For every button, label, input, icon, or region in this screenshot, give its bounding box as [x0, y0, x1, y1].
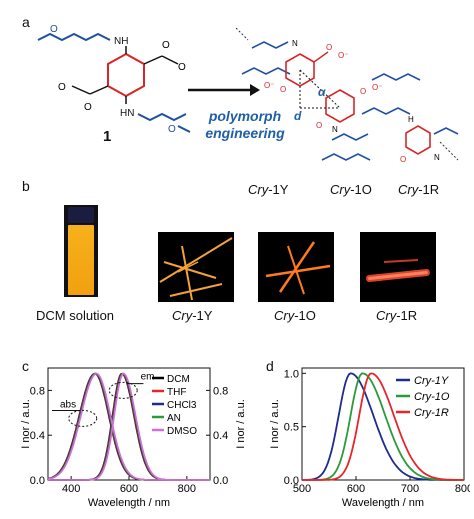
chart-c-legend-label: DCM	[167, 374, 190, 385]
chart-c-abs-ellipse	[68, 409, 98, 427]
distance-symbol: d	[294, 109, 302, 123]
chart-d-ytick-label: 0.0	[284, 475, 299, 487]
svg-text:O⁻: O⁻	[372, 83, 382, 92]
chart-c-ytick-right-label: 0.0	[213, 475, 228, 487]
chart-c-xtick-label: 400	[62, 483, 80, 495]
chart-d-ytick-label: 0.5	[284, 422, 299, 434]
svg-text:O: O	[316, 121, 322, 130]
top-label-cry-1o: Cry-1O	[330, 182, 372, 197]
svg-text:O: O	[50, 24, 58, 35]
chart-c-ytick-label: 0.8	[30, 385, 45, 397]
svg-text:H: H	[408, 115, 414, 124]
caption-dcm-solution: DCM solution	[36, 308, 115, 323]
svg-text:O: O	[326, 43, 332, 52]
chart-c-legend-label: CHCl3	[167, 400, 197, 411]
svg-text:O: O	[168, 124, 176, 135]
svg-text:N: N	[332, 125, 338, 134]
chart-c-ytick-right-label: 0.8	[213, 385, 228, 397]
chart-c-ylabel-right: I nor / a.u.	[235, 399, 247, 449]
dcm-solution-photo	[64, 205, 98, 297]
svg-text:O: O	[58, 82, 66, 93]
packing-structure: O O⁻ O O⁻ N O O⁻ O N H O N d α	[235, 27, 459, 164]
chart-d-line-cry-1r	[302, 372, 464, 481]
chart-c-ytick-label: 0.4	[30, 430, 45, 442]
chart-d-xlabel: Wavelength / nm	[342, 497, 424, 509]
chart-c-legend-label: AN	[167, 413, 181, 424]
panel-d-letter: d	[266, 358, 274, 374]
chart-c-legend-label: DMSO	[167, 426, 197, 437]
caption-cry-1y: Cry-1Y	[172, 308, 213, 323]
panel-c-letter: c	[22, 358, 29, 374]
chart-c-em-ellipse	[108, 381, 138, 399]
chart-d-xtick-label: 500	[293, 483, 311, 495]
chart-d-legend-label: Cry-1Y	[414, 375, 449, 387]
molecule-label: 1	[103, 128, 112, 145]
svg-text:N: N	[434, 153, 440, 162]
chart-d-legend-label: Cry-1R	[414, 407, 449, 419]
chart-c-xlabel: Wavelength / nm	[88, 497, 170, 509]
svg-text:O: O	[84, 102, 92, 113]
cry-1o-photo	[258, 232, 334, 302]
cuvette-solution	[68, 225, 94, 295]
chart-d-ylabel: I nor / a.u.	[269, 399, 281, 449]
svg-text:N: N	[292, 39, 298, 48]
chart-d-xtick-label: 700	[401, 483, 419, 495]
svg-text:O: O	[360, 87, 366, 96]
cry-1r-photo	[360, 232, 436, 302]
panel-a-letter: a	[22, 14, 30, 30]
chart-c-ytick-label: 0.0	[30, 475, 45, 487]
svg-text:NH: NH	[114, 36, 128, 47]
panel-b-letter: b	[22, 178, 30, 194]
chart-c-xtick-label: 600	[120, 483, 138, 495]
cuvette-cap	[68, 207, 94, 223]
svg-text:O: O	[400, 155, 406, 164]
polymorph-engineering-label: polymorph engineering	[205, 108, 285, 141]
chart-c-ylabel-left: I nor / a.u.	[20, 399, 32, 449]
chart-c-em-label: em	[141, 372, 155, 383]
chart-d-xtick-label: 800	[455, 483, 470, 495]
molecule-1-structure: O NH O O O O HN O	[37, 24, 191, 135]
svg-text:O⁻: O⁻	[264, 81, 274, 90]
chart-d-legend-label: Cry-1O	[414, 391, 450, 403]
chart-d-xtick-label: 600	[347, 483, 365, 495]
chart-d-line-cry-1y	[302, 372, 464, 481]
svg-text:O: O	[162, 40, 170, 51]
chart-c-legend-label: THF	[167, 387, 186, 398]
caption-cry-1r: Cry-1R	[376, 308, 418, 323]
svg-text:O: O	[178, 62, 186, 73]
chart-d-line-cry-1o	[302, 372, 464, 481]
reaction-arrow	[188, 84, 260, 96]
chart-c-ytick-right-label: 0.4	[213, 430, 228, 442]
svg-text:O⁻: O⁻	[338, 51, 348, 60]
chart-c-abs-label: abs	[60, 400, 76, 411]
cry-1y-photo	[158, 232, 234, 302]
chart-d-ytick-label: 1.0	[284, 368, 299, 380]
top-label-cry-1r: Cry-1R	[398, 182, 440, 197]
chart-c-xtick-label: 800	[178, 483, 196, 495]
svg-text:HN: HN	[120, 108, 134, 119]
svg-text:O: O	[280, 85, 286, 94]
caption-cry-1o: Cry-1O	[274, 308, 316, 323]
top-label-cry-1y: Cry-1Y	[248, 182, 289, 197]
angle-symbol: α	[318, 85, 326, 99]
chart-d-frame	[301, 367, 465, 481]
